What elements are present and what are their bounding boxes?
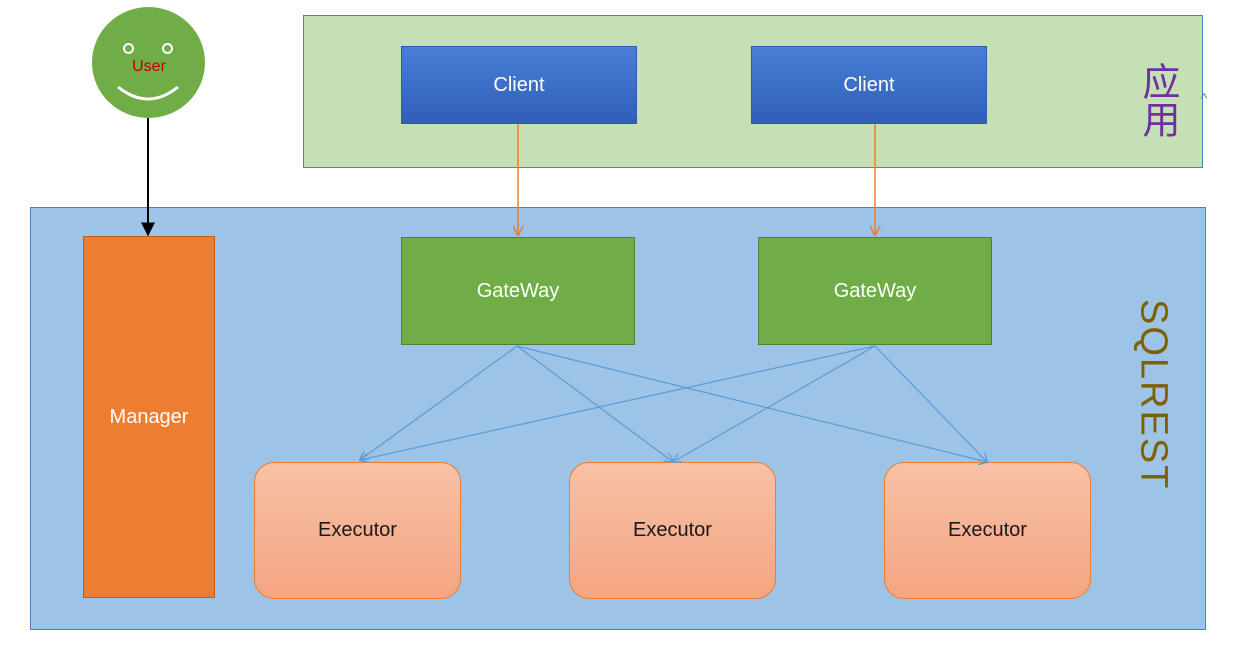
gateway1-to-executor1-arrow xyxy=(360,345,518,460)
gateway2-to-executor2-arrow xyxy=(673,345,876,462)
gateway2-to-executor3-arrow xyxy=(874,345,987,462)
client-node-2: Client xyxy=(751,46,987,124)
manager-node: Manager xyxy=(83,236,215,598)
gateway1-to-executor3-arrow xyxy=(516,345,987,462)
gateway2-to-executor1-arrow xyxy=(360,345,876,460)
executor-node-2: Executor xyxy=(569,462,776,599)
executor-node-3: Executor xyxy=(884,462,1091,599)
sqlrest-layer-label: SQLREST xyxy=(1132,299,1175,491)
user-label: User xyxy=(132,58,166,75)
smile-mouth-icon xyxy=(117,85,179,101)
gateway-node-2: GateWay xyxy=(758,237,992,345)
gateway1-to-executor2-arrow xyxy=(516,345,673,462)
gateway-node-1: GateWay xyxy=(401,237,635,345)
caret-up-icon: ^ xyxy=(1200,90,1208,106)
executor-node-1: Executor xyxy=(254,462,461,599)
right-eye-icon xyxy=(162,43,173,54)
smiley-face-icon xyxy=(92,7,205,118)
application-layer-label: 应用 xyxy=(1136,62,1178,138)
client-node-1: Client xyxy=(401,46,637,124)
left-eye-icon xyxy=(123,43,134,54)
